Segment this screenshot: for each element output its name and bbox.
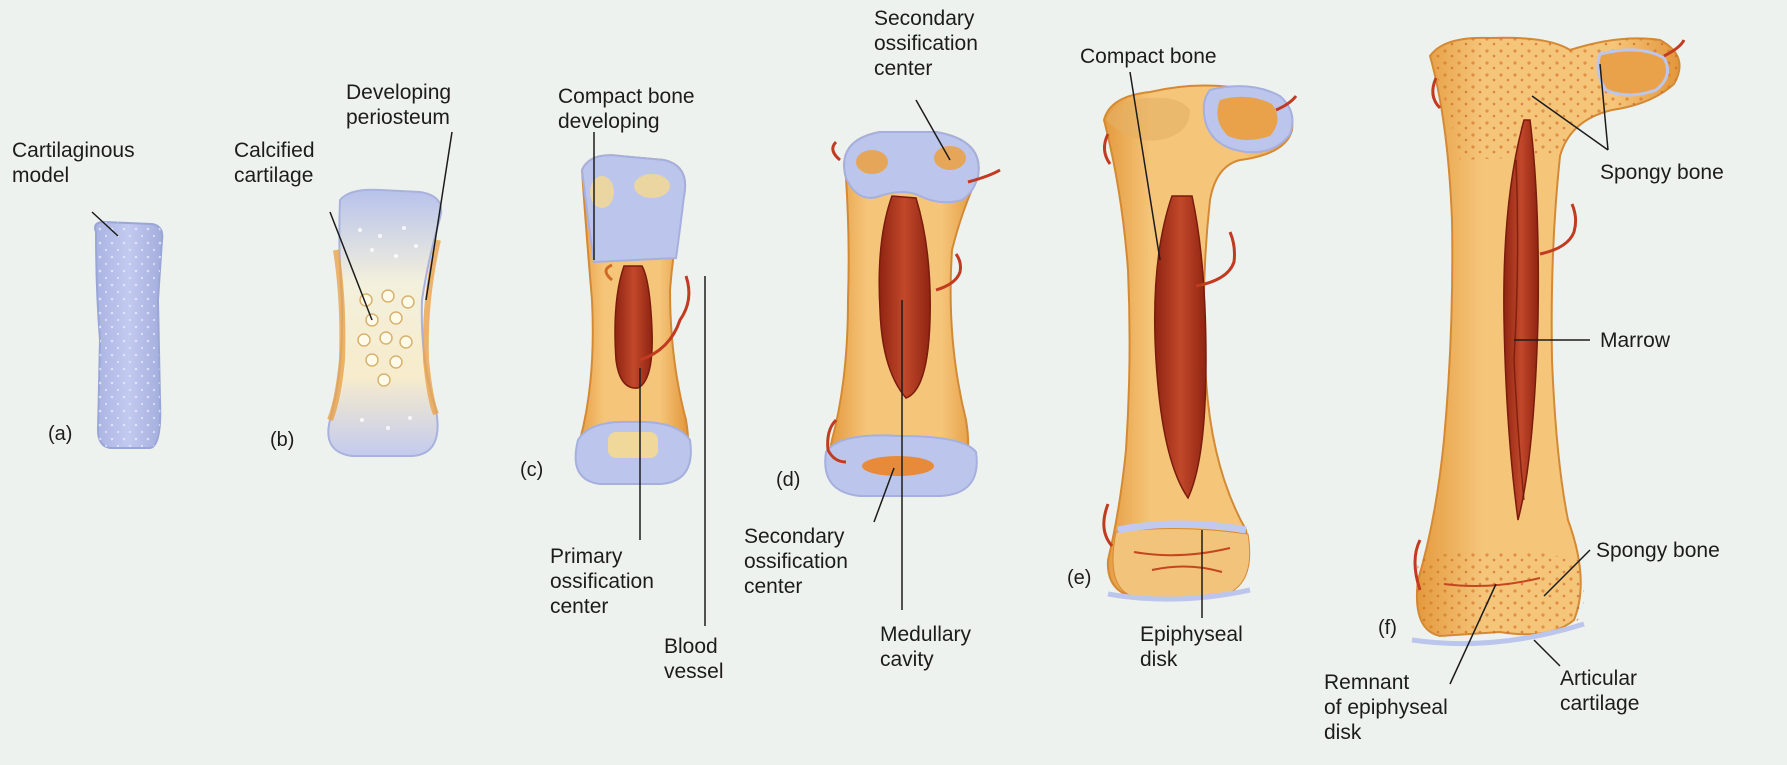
label-calcified-cartilage: Calcified cartilage	[234, 138, 315, 188]
stage-d-secondary-ossification	[825, 132, 1000, 496]
label-articular-cartilage: Articular cartilage	[1560, 666, 1639, 716]
label-epiphyseal-disk: Epiphyseal disk	[1140, 622, 1243, 672]
label-primary-ossification-center: Primary ossification center	[550, 544, 654, 619]
label-marrow: Marrow	[1600, 328, 1670, 353]
label-compact-bone: Compact bone	[1080, 44, 1217, 69]
stage-b-calcified-cartilage	[328, 190, 441, 456]
label-developing-periosteum: Developing periosteum	[346, 80, 451, 130]
label-spongy-bone-bottom: Spongy bone	[1596, 538, 1720, 563]
label-medullary-cavity: Medullary cavity	[880, 622, 971, 672]
label-compact-bone-developing: Compact bone developing	[558, 84, 695, 134]
label-secondary-ossification-center-bottom: Secondary ossification center	[744, 524, 848, 599]
label-cartilaginous-model: Cartilaginous model	[12, 138, 135, 188]
leader-articular-cartilage	[1534, 640, 1560, 666]
stage-a-cartilage-model	[95, 222, 162, 448]
stage-letter-b: (b)	[270, 428, 294, 453]
stage-letter-f: (f)	[1378, 616, 1397, 641]
label-secondary-ossification-center-top: Secondary ossification center	[874, 6, 978, 81]
stage-letter-c: (c)	[520, 458, 543, 483]
stage-letter-a: (a)	[48, 422, 72, 447]
label-remnant-of-epiphyseal-disk: Remnant of epiphyseal disk	[1324, 670, 1448, 745]
stage-c-primary-ossification	[576, 155, 691, 484]
stage-letter-d: (d)	[776, 468, 800, 493]
stage-letter-e: (e)	[1067, 566, 1091, 591]
stage-e-epiphyseal-disk	[1104, 85, 1296, 599]
label-blood-vessel: Blood vessel	[664, 634, 724, 684]
label-spongy-bone-top: Spongy bone	[1600, 160, 1724, 185]
